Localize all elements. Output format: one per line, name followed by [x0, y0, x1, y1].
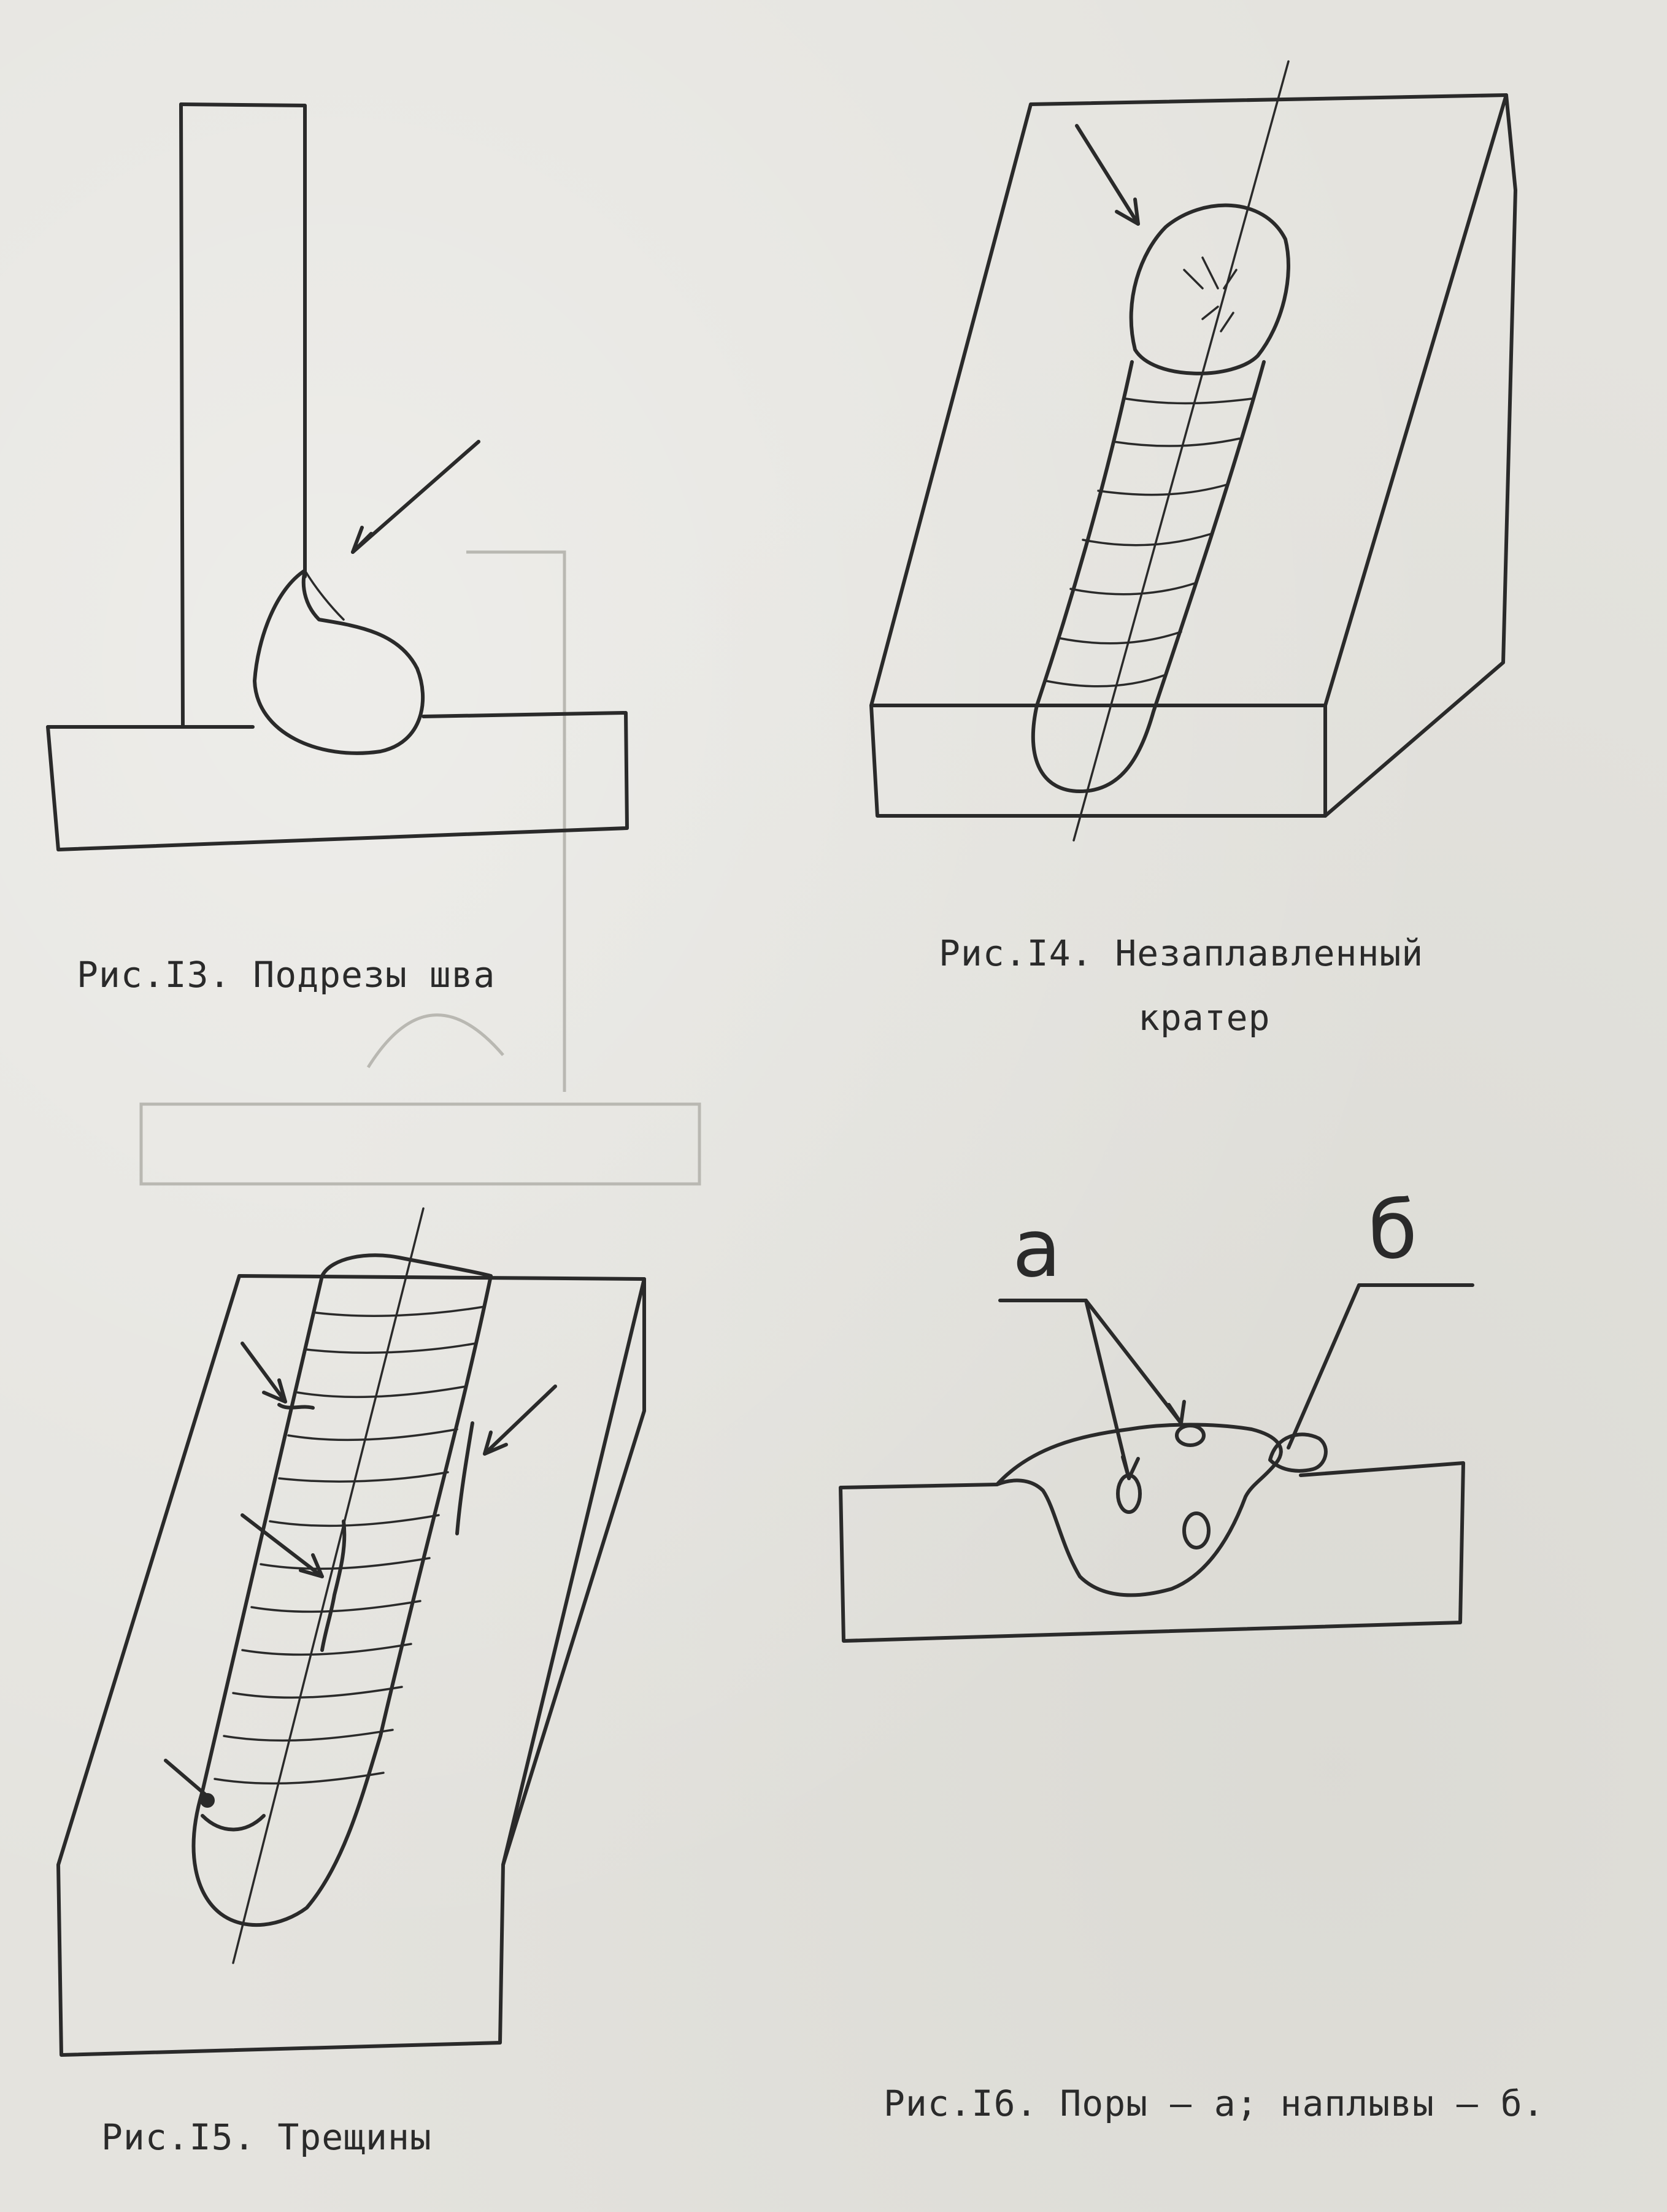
figure-16-label-b: б — [1368, 1183, 1418, 1277]
figure-14-caption-line2: кратер — [1138, 997, 1271, 1039]
figure-14-caption-line1: Рис.I4. Незаплавленный — [939, 932, 1424, 974]
figure-14-crater — [869, 60, 1517, 842]
figure-15-caption: Рис.I5. Трещины — [101, 2116, 432, 2158]
figure-16-label-a: a — [1012, 1202, 1061, 1295]
figure-16-pores-overlaps — [839, 1283, 1474, 1643]
figure-16-caption: Рис.I6. Поры – а; наплывы – б. — [884, 2083, 1545, 2124]
figure-13-caption: Рис.I3. Подрезы шва — [77, 954, 496, 996]
bleed-through-sketch — [139, 550, 701, 1186]
figure-15-cracks — [56, 1207, 646, 2057]
figure-13-undercut — [46, 102, 629, 851]
